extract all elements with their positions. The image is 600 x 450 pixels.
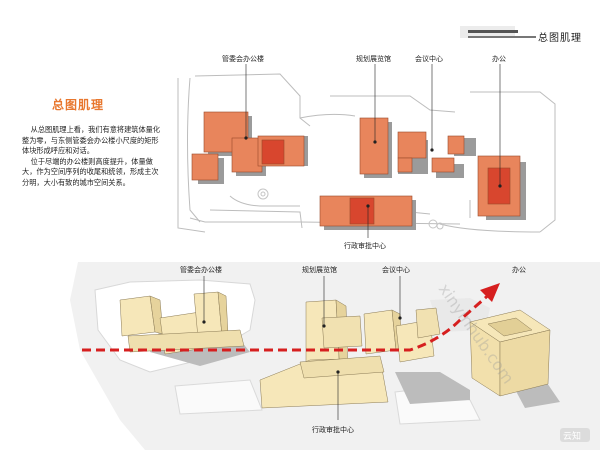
plan-label-bangong: 办公 bbox=[492, 54, 506, 63]
site-circles bbox=[257, 188, 444, 230]
guihua-block bbox=[359, 117, 389, 175]
huiyi-block-b bbox=[397, 157, 413, 173]
guanweihui-block-b bbox=[191, 153, 219, 181]
header-decoration bbox=[460, 26, 536, 38]
paragraph-2: 位于尽端的办公楼则高度提升，体量做大，作为空间序列的收尾和统领，形成主次分明，大… bbox=[22, 156, 159, 187]
plan-label-xingzheng: 行政审批中心 bbox=[344, 241, 386, 250]
plan-label-guihua: 规划展览馆 bbox=[356, 54, 391, 63]
huiyi-block-d bbox=[447, 135, 465, 155]
section-description: 从总图肌理上看，我们有意将建筑体量化整为零，与东侧管委会办公楼小尺度的矩形体块形… bbox=[22, 125, 164, 189]
page-header: 总图肌理 bbox=[460, 24, 600, 48]
xingzheng-core bbox=[349, 197, 375, 225]
axon-bangong-core bbox=[487, 317, 533, 337]
plan-labels: 管委会办公楼 规划展览馆 会议中心 办公 行政审批中心 bbox=[222, 54, 506, 250]
axon-guanweihui-f bbox=[127, 329, 245, 353]
page-title: 总图肌理 bbox=[538, 33, 582, 44]
plan-label-huiyi: 会议中心 bbox=[415, 54, 443, 63]
huiyi-block-a bbox=[397, 131, 427, 159]
watermark-logo-text: 云知 bbox=[563, 430, 581, 442]
axon-label-bangong: 办公 bbox=[512, 265, 526, 274]
plan-label-guanweihui: 管委会办公楼 bbox=[222, 54, 264, 63]
axon-label-guanweihui: 管委会办公楼 bbox=[180, 265, 222, 274]
axon-guihua-c bbox=[321, 315, 363, 349]
axon-leaders bbox=[202, 276, 402, 420]
plan-leaders bbox=[244, 64, 502, 238]
axon-label-huiyi: 会议中心 bbox=[382, 265, 410, 274]
axon-guanweihui-a bbox=[119, 295, 156, 337]
axon-xingzheng-b bbox=[299, 355, 385, 379]
huiyi-block-c bbox=[431, 157, 455, 173]
axon-buildings bbox=[119, 291, 551, 409]
watermark-logo: 云知 bbox=[560, 428, 590, 442]
axon-route-arrow bbox=[82, 283, 500, 352]
axon-huiyi-d bbox=[415, 307, 441, 339]
section-title: 总图肌理 bbox=[52, 98, 105, 112]
axon-bangong-right bbox=[499, 329, 551, 397]
axon-label-guihua: 规划展览馆 bbox=[302, 265, 337, 274]
guanweihui-core bbox=[261, 139, 285, 165]
axon-huiyi-a bbox=[363, 309, 397, 355]
paragraph-1: 从总图肌理上看，我们有意将建筑体量化整为零，与东侧管委会办公楼小尺度的矩形体块形… bbox=[22, 125, 161, 156]
axon-labels: 管委会办公楼 规划展览馆 会议中心 办公 行政审批中心 bbox=[180, 265, 526, 434]
axon-label-xingzheng: 行政审批中心 bbox=[312, 425, 354, 434]
